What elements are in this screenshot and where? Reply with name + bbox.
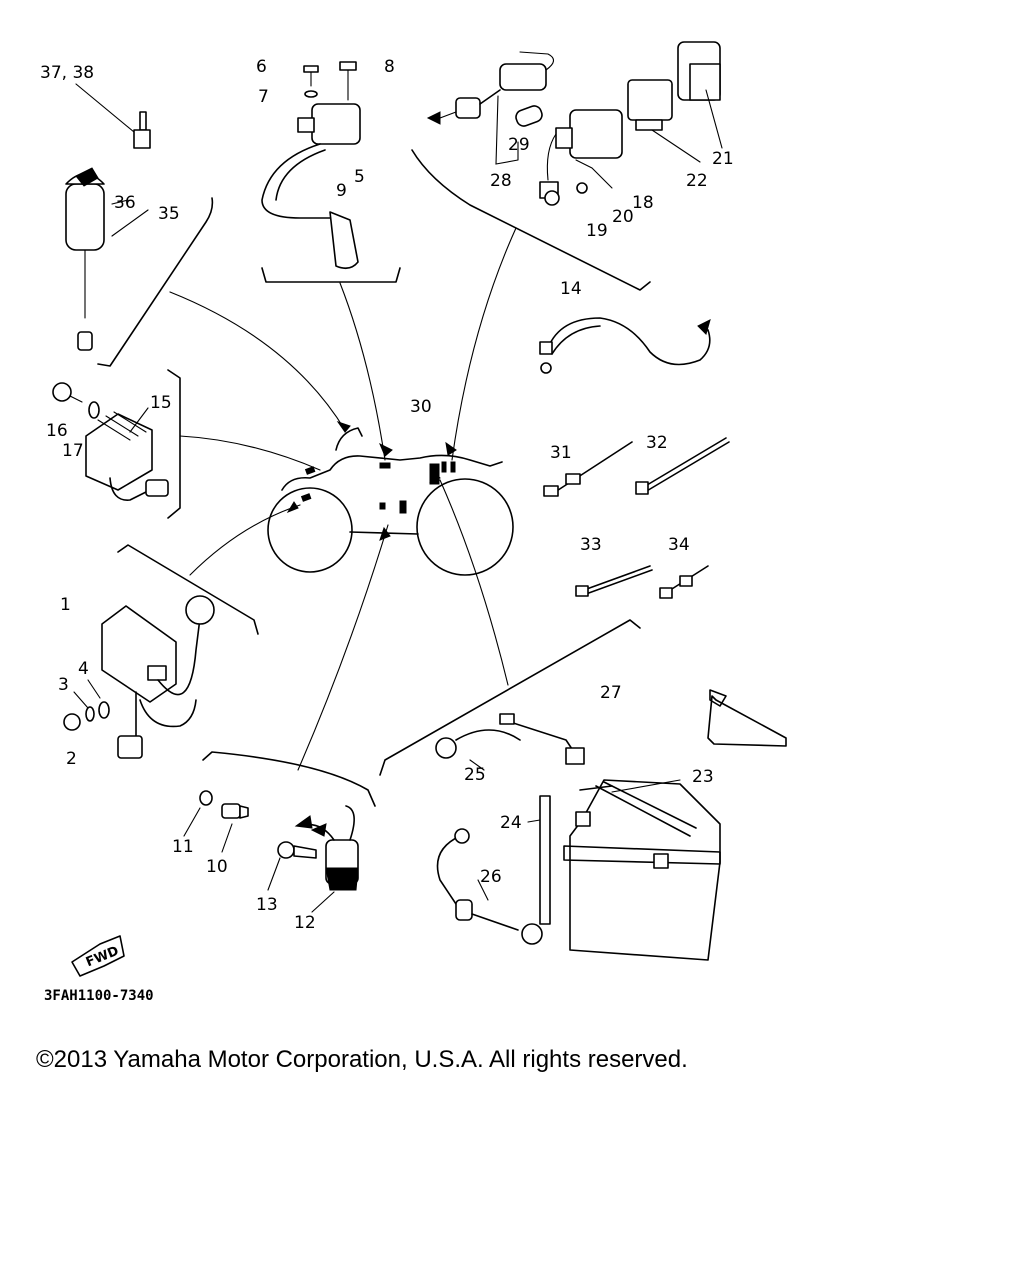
callout-7: 7: [258, 87, 269, 107]
callout-24: 24: [500, 813, 522, 833]
copyright-notice: ©2013 Yamaha Motor Corporation, U.S.A. A…: [36, 1046, 688, 1073]
callout-33: 33: [580, 535, 602, 555]
main-switch-assembly: [65, 111, 151, 351]
battery-assembly: [435, 689, 787, 961]
callout-4: 4: [78, 659, 89, 679]
callout-35: 35: [158, 204, 180, 224]
cdi-unit-assembly: [63, 595, 215, 759]
callout-37-38: 37, 38: [40, 63, 94, 83]
callout-29: 29: [508, 135, 530, 155]
callout-22: 22: [686, 171, 708, 191]
group-brackets: [97, 149, 651, 807]
cable-ties: [543, 437, 730, 599]
callout-31: 31: [550, 443, 572, 463]
diagram-code: 3FAH1100-7340: [44, 988, 154, 1004]
callout-16: 16: [46, 421, 68, 441]
rectifier-regulator-assembly: [52, 382, 169, 501]
wire-lead-14: [539, 317, 711, 374]
callout-2: 2: [66, 749, 77, 769]
callout-5: 5: [354, 167, 365, 187]
leader-lines: [75, 83, 517, 771]
callout-34: 34: [668, 535, 690, 555]
callout-15: 15: [150, 393, 172, 413]
neutral-switch-assembly: [183, 790, 359, 913]
callout-32: 32: [646, 433, 668, 453]
callout-21: 21: [712, 149, 734, 169]
callout-1: 1: [60, 595, 71, 615]
callout-14: 14: [560, 279, 582, 299]
callout-27: 27: [600, 683, 622, 703]
vehicle-outline: [267, 421, 514, 576]
relay-fuse-assembly: [426, 41, 723, 206]
callout-13: 13: [256, 895, 278, 915]
callout-labels: 37, 38 36 35 6 7 8 5 9 29 28 18 20 19 22…: [40, 57, 734, 933]
callout-10: 10: [206, 857, 228, 877]
callout-18: 18: [632, 193, 654, 213]
callout-30: 30: [410, 397, 432, 417]
callout-25: 25: [464, 765, 486, 785]
callout-11: 11: [172, 837, 194, 857]
callout-36: 36: [114, 193, 136, 213]
callout-3: 3: [58, 675, 69, 695]
forward-arrow: FWD: [71, 935, 125, 977]
callout-23: 23: [692, 767, 714, 787]
callout-12: 12: [294, 913, 316, 933]
callout-8: 8: [384, 57, 395, 77]
callout-20: 20: [612, 207, 634, 227]
callout-26: 26: [480, 867, 502, 887]
callout-28: 28: [490, 171, 512, 191]
ignition-coil-assembly: [261, 61, 361, 270]
callout-19: 19: [586, 221, 608, 241]
callout-6: 6: [256, 57, 267, 77]
callout-17: 17: [62, 441, 84, 461]
callout-9: 9: [336, 181, 347, 201]
